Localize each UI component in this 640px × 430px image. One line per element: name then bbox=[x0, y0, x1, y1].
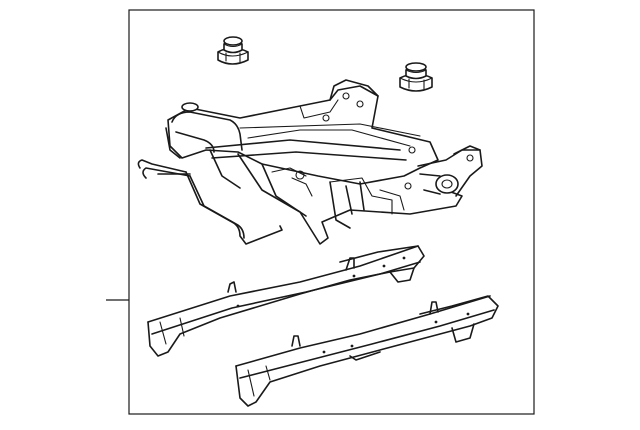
diagram-border bbox=[128, 9, 535, 415]
seat-adjuster-frame bbox=[165, 79, 483, 245]
nut-right bbox=[399, 62, 433, 92]
nut-left bbox=[217, 36, 249, 65]
seat-track-left bbox=[147, 245, 425, 357]
seat-track-right bbox=[235, 295, 499, 407]
adjuster-lever-rod bbox=[137, 159, 283, 245]
